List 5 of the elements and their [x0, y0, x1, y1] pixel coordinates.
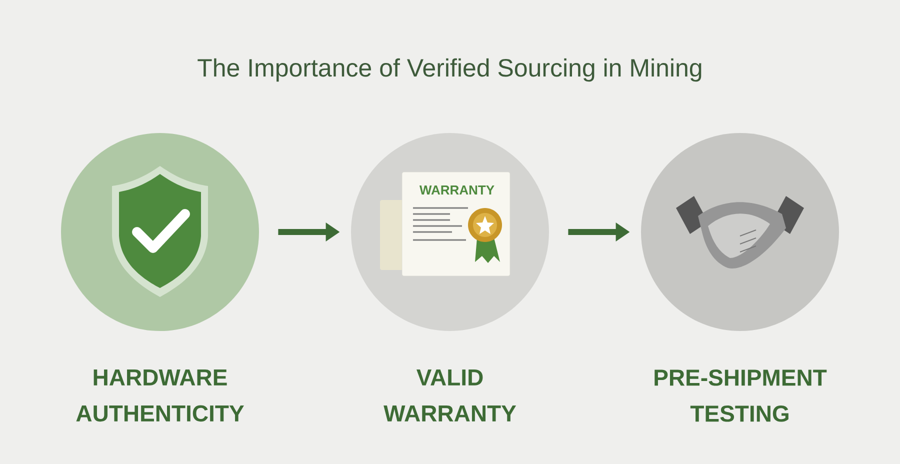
step-caption: PRE-SHIPMENT TESTING — [654, 370, 827, 422]
step-caption: VALID WARRANTY — [384, 370, 516, 422]
step-caption: HARDWARE AUTHENTICITY — [76, 370, 244, 422]
certificate-heading: WARRANTY — [419, 186, 494, 194]
title: The Importance of Verified Sourcing in Mining — [198, 58, 702, 82]
